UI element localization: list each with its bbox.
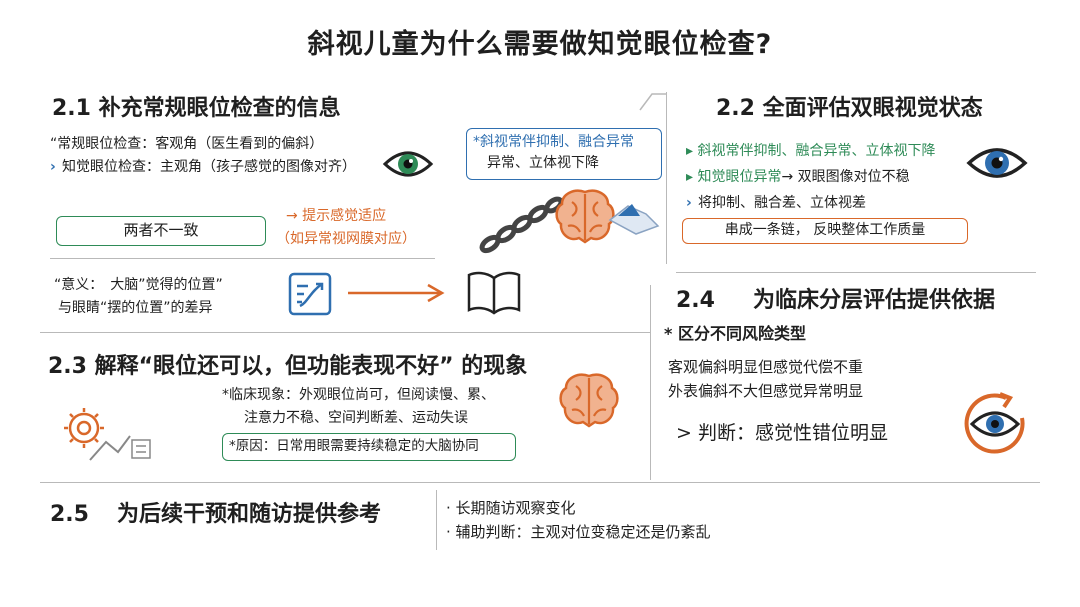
- s25-bullet-2: · 辅助判断：主观对位变稳定还是仍紊乱: [446, 523, 711, 541]
- cause-label: *原因：日常用眼需要持续稳定的大脑协同: [229, 438, 479, 454]
- section-2-5-heading: 2.5 为后续干预和随访提供参考: [50, 496, 381, 528]
- divider-h-right: [676, 272, 1036, 273]
- arrow-bullet-icon: ▸: [686, 143, 698, 159]
- cause-box: *原因：日常用眼需要持续稳定的大脑协同: [222, 433, 516, 461]
- divider-v-right: [650, 285, 651, 480]
- section-2-1-heading: 2.1 补充常规眼位检查的信息: [52, 96, 341, 121]
- arrow-bullet-icon: ▸: [686, 169, 698, 185]
- mismatch-label: 两者不一致: [123, 221, 199, 239]
- hint-arc: （如异常视网膜对应）: [276, 231, 416, 247]
- chevron-right-icon: ›: [50, 159, 56, 175]
- meaning-line-1: “意义： 大脑”觉得的位置”: [54, 277, 223, 293]
- callout-line-1: *斜视常伴抑制、融合异常: [473, 134, 634, 150]
- mismatch-box: 两者不一致: [56, 216, 266, 246]
- divider-h-top-left: [50, 258, 435, 259]
- s24-judgement: > 判断：感觉性错位明显: [676, 422, 888, 444]
- chain-summary-box: 串成一条链， 反映整体工作质量: [682, 218, 968, 244]
- chevron-right-icon: ›: [686, 195, 692, 211]
- callout-line-2: 异常、立体视下降: [487, 155, 599, 171]
- divider-v-mid: [666, 92, 667, 264]
- section-2-3-heading: 2.3 解释“眼位还可以，但功能表现不好” 的现象: [48, 354, 528, 379]
- arrow-right-icon: [346, 282, 446, 304]
- s25-bullet-1: · 长期随访观察变化: [446, 499, 576, 517]
- s22-item-3: ›将抑制、融合差、立体视差: [686, 192, 866, 214]
- s24-line-2: 外表偏斜不大但感觉异常明显: [668, 382, 864, 400]
- eye-icon: [966, 140, 1028, 186]
- s22-item-1: ▸ 斜视常伴抑制、融合异常、立体视下降: [686, 143, 936, 159]
- divider-h-mid: [40, 332, 650, 333]
- target-icon: [960, 390, 1030, 456]
- divider-v-bottom: [436, 490, 437, 550]
- vision-target-icon: [62, 406, 154, 464]
- s24-subheading: * 区分不同风险类型: [664, 324, 806, 343]
- chain-summary-label: 串成一条链， 反映整体工作质量: [724, 222, 926, 238]
- corner-bracket: [638, 92, 668, 112]
- s21-line-subjective: ›知觉眼位检查：主观角（孩子感觉的图像对齐）: [50, 156, 356, 178]
- suppression-callout: *斜视常伴抑制、融合异常 异常、立体视下降: [466, 128, 662, 180]
- clinical-line-2: 注意力不稳、空间判断差、运动失误: [244, 410, 468, 426]
- speech-swoosh-icon: [606, 196, 662, 240]
- meaning-line-2: 与眼睛“摆的位置”的差异: [58, 300, 213, 316]
- section-2-4-title: 为临床分层评估提供依据: [752, 288, 995, 313]
- section-2-4-number: 2.4: [676, 288, 715, 313]
- divider-h-bottom: [40, 482, 1040, 483]
- s22-item-2: ▸ 知觉眼位异常→ 双眼图像对位不稳: [686, 169, 910, 185]
- section-2-2-heading: 2.2 全面评估双眼视觉状态: [716, 96, 983, 121]
- s21-line-objective: “常规眼位检查：客观角（医生看到的偏斜）: [50, 136, 324, 152]
- s24-line-1: 客观偏斜明显但感觉代偿不重: [668, 358, 864, 376]
- alignment-chart-icon: [288, 272, 332, 316]
- brain-icon: [552, 186, 618, 248]
- section-2-4-heading: 2.4 为临床分层评估提供依据: [676, 282, 995, 314]
- hint-sensory-adapt: → 提示感觉适应: [286, 208, 387, 224]
- brain-icon: [556, 370, 622, 432]
- eye-icon: [382, 144, 434, 184]
- book-icon: [466, 270, 522, 316]
- section-2-5-number: 2.5: [50, 502, 89, 527]
- section-2-5-title: 为后续干预和随访提供参考: [116, 502, 381, 527]
- clinical-line-1: *临床现象：外观眼位尚可，但阅读慢、累、: [222, 387, 495, 403]
- page-title: 斜视儿童为什么需要做知觉眼位检查?: [307, 29, 773, 60]
